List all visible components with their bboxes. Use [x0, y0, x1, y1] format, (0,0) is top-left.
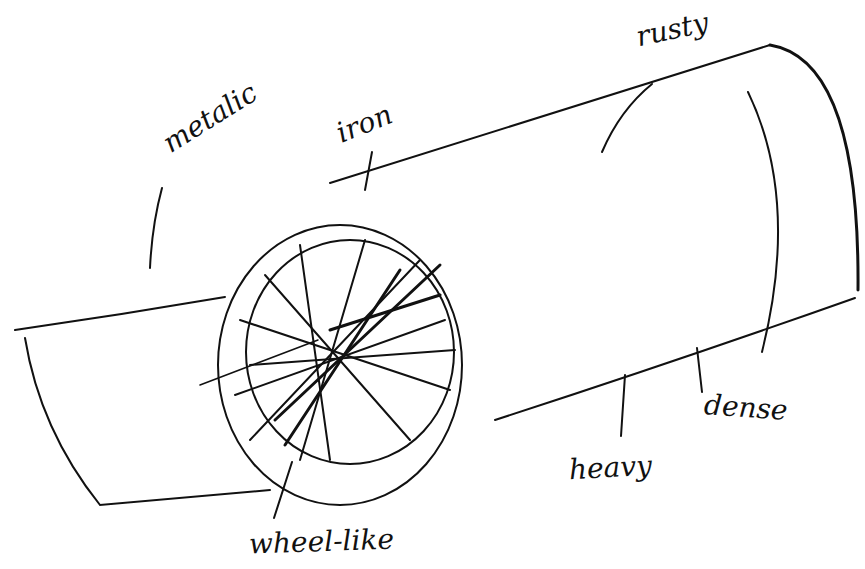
- left-edge: [25, 338, 270, 505]
- wheel-spokes: [200, 240, 455, 460]
- wheel-rim: [218, 225, 462, 505]
- bottom-edge: [495, 298, 855, 420]
- wheel-inner: [246, 240, 454, 464]
- leader-line: [602, 84, 652, 152]
- leader-line: [150, 188, 162, 268]
- leader-line: [365, 152, 372, 190]
- leader-line: [621, 375, 625, 436]
- left-top-edge: [15, 297, 225, 330]
- annotation-label: metalic: [157, 77, 262, 159]
- right-curve: [748, 92, 778, 352]
- top-edge: [330, 45, 770, 183]
- right-edge: [770, 45, 858, 290]
- annotation-label: dense: [703, 390, 788, 427]
- annotation-label: iron: [333, 99, 398, 149]
- leader-line: [274, 462, 292, 518]
- annotation-label: rusty: [633, 7, 711, 52]
- annotation-label: wheel-like: [249, 524, 395, 560]
- annotation-label: heavy: [568, 450, 652, 485]
- leader-line: [697, 348, 702, 392]
